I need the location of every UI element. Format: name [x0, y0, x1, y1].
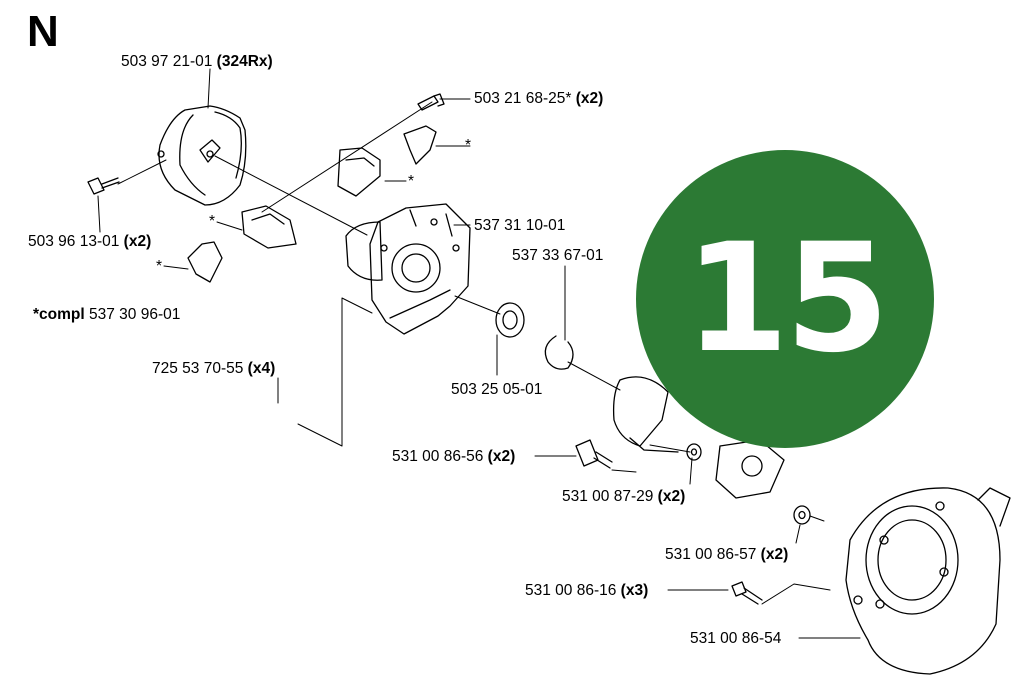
kit-note-prefix: *compl	[33, 306, 85, 323]
clamp-piece-left	[241, 205, 297, 249]
asterisk-marker: *	[209, 213, 216, 230]
part-label-503-96-13-01: 503 96 13-01 (x2)	[28, 234, 151, 250]
part-qty: (x2)	[123, 233, 152, 250]
screw-part-top	[417, 93, 445, 111]
part-number: 531 00 87-29	[562, 488, 654, 505]
part-qty: (324Rx)	[216, 53, 273, 70]
clamp-piece-top	[403, 125, 437, 165]
clamp-piece-bottom	[187, 241, 223, 283]
part-number: 537 33 67-01	[512, 247, 604, 264]
part-qty: (x2)	[760, 546, 789, 563]
part-label-531-00-86-54: 531 00 86-54	[690, 631, 781, 647]
part-number: 725 53 70-55	[152, 360, 244, 377]
leader-lines	[97, 68, 861, 639]
top-cover-part	[157, 105, 247, 206]
part-qty: (x3)	[620, 582, 649, 599]
screw-part-left	[87, 177, 120, 195]
asterisk-marker: *	[408, 173, 415, 190]
part-label-531-00-86-56: 531 00 86-56 (x2)	[392, 449, 515, 465]
clutch-drum-part	[612, 376, 679, 453]
page-number-badge: 15	[636, 150, 934, 448]
clamp-piece-middle	[337, 147, 381, 197]
part-number: 531 00 86-16	[525, 582, 617, 599]
part-number: 503 25 05-01	[451, 381, 543, 398]
asterisk-marker: *	[465, 137, 472, 154]
part-qty: (x4)	[247, 360, 276, 377]
part-number: 531 00 86-56	[392, 448, 484, 465]
kit-note-number: 537 30 96-01	[89, 306, 181, 323]
snap-ring-part	[544, 335, 574, 370]
part-number: 537 31 10-01	[474, 217, 566, 234]
part-number: 503 21 68-25*	[474, 90, 572, 107]
washer-part-1	[686, 443, 702, 461]
section-letter: N	[27, 7, 59, 56]
part-qty: (x2)	[575, 90, 604, 107]
part-label-531-00-86-16: 531 00 86-16 (x3)	[525, 583, 648, 599]
part-label-503-21-68-25: 503 21 68-25* (x2)	[474, 91, 603, 107]
bearing-part	[495, 302, 525, 338]
part-label-537-33-67-01: 537 33 67-01	[512, 248, 603, 264]
part-label-503-25-05-01: 503 25 05-01	[451, 382, 542, 398]
part-number: 531 00 86-57	[665, 546, 757, 563]
part-number: 503 96 13-01	[28, 233, 120, 250]
part-label-537-31-10-01: 537 31 10-01	[474, 218, 565, 234]
crankcase-part	[345, 203, 471, 335]
part-qty: (x2)	[487, 448, 516, 465]
screw-part-bottom	[731, 581, 763, 605]
kit-note: *compl 537 30 96-01	[33, 307, 180, 323]
part-qty: (x2)	[657, 488, 686, 505]
part-label-531-00-86-57: 531 00 86-57 (x2)	[665, 547, 788, 563]
clutch-part	[715, 439, 785, 499]
bolt-part	[575, 439, 613, 469]
part-number: 531 00 86-54	[690, 630, 782, 647]
fan-cover-part	[845, 487, 1011, 675]
part-label-725-53-70-55: 725 53 70-55 (x4)	[152, 361, 275, 377]
asterisk-marker: *	[156, 258, 163, 275]
part-label-531-00-87-29: 531 00 87-29 (x2)	[562, 489, 685, 505]
washer-part-2	[793, 505, 811, 525]
part-label-503-97-21-01: 503 97 21-01 (324Rx)	[121, 54, 273, 70]
part-number: 503 97 21-01	[121, 53, 213, 70]
page-number: 15	[684, 212, 890, 386]
